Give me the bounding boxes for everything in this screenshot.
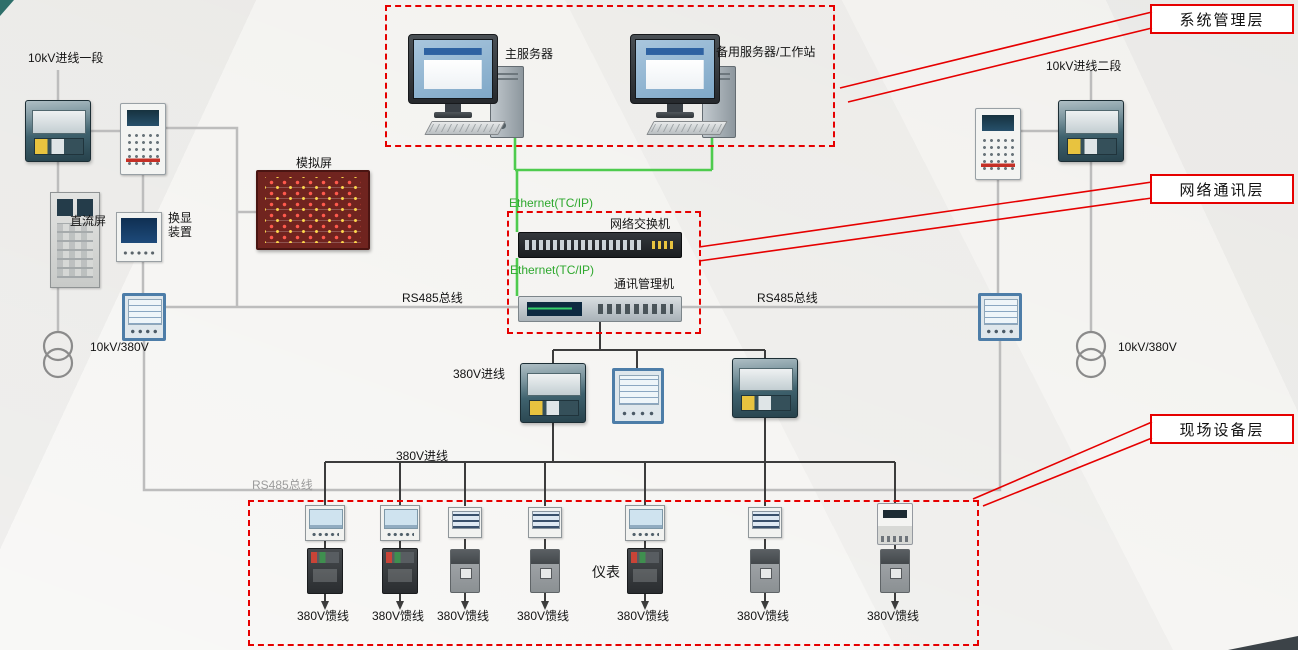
rs485-field-label: RS485总线 <box>252 478 313 492</box>
protection-relay-left <box>120 103 166 175</box>
v380-incoming-field-label: 380V进线 <box>396 449 449 463</box>
feeder-label-3: 380V馈线 <box>437 609 490 623</box>
transformer-symbol-left <box>42 330 74 379</box>
annotation-field-layer: 现场设备层 <box>1150 414 1294 444</box>
mock-panel-label: 模拟屏 <box>296 156 333 170</box>
feeder-breaker-5 <box>627 548 663 594</box>
annotation-system-layer: 系统管理层 <box>1150 4 1294 34</box>
feeder-label-6: 380V馈线 <box>737 609 790 623</box>
feeder-breaker-7 <box>880 549 910 593</box>
feeder-breaker-1 <box>307 548 343 594</box>
backup-server-monitor-base <box>656 112 694 118</box>
rs485-right-label: RS485总线 <box>757 291 818 305</box>
transformer-symbol-right <box>1075 330 1107 379</box>
display-device <box>116 212 162 262</box>
ethernet-top-label: Ethernet(TC/IP) <box>509 196 594 210</box>
main-server-keyboard <box>424 121 506 135</box>
backup-server-label: 备用服务器/工作站 <box>716 45 816 59</box>
gray-bus-lines <box>56 70 1093 492</box>
main-server-monitor-stand <box>445 104 461 113</box>
mock-panel-board <box>256 170 370 250</box>
transformer-right-label: 10kV/380V <box>1118 340 1177 354</box>
backup-server-monitor <box>630 34 720 104</box>
protection-relay-right <box>975 108 1021 180</box>
feeder-meter-2 <box>380 505 420 541</box>
main-server-label: 主服务器 <box>505 47 554 61</box>
feeder-meter-7 <box>877 503 913 545</box>
acb-breaker-380v-2 <box>732 358 798 418</box>
acb-breaker-incoming-2 <box>1058 100 1124 162</box>
feeder-meter-3 <box>448 507 482 538</box>
feeder-meter-5 <box>625 505 665 541</box>
feeder-breaker-6 <box>750 549 780 593</box>
feeder-breaker-4 <box>530 549 560 593</box>
dc-panel-label: 直流屏 <box>70 214 107 228</box>
feeder-label-7: 380V馈线 <box>867 609 920 623</box>
feeder-label-2: 380V馈线 <box>372 609 425 623</box>
feeder-label-4: 380V馈线 <box>517 609 570 623</box>
transformer-left-label: 10kV/380V <box>90 340 149 354</box>
feeder-label-1: 380V馈线 <box>297 609 350 623</box>
feeder-label-5: 380V馈线 <box>617 609 670 623</box>
comm-gateway-label: 通讯管理机 <box>614 277 675 291</box>
rs485-left-label: RS485总线 <box>402 291 463 305</box>
feeder-meter-4 <box>528 507 562 538</box>
power-meter-left <box>122 293 166 341</box>
backup-server-monitor-stand <box>667 104 683 113</box>
power-meter-right <box>978 293 1022 341</box>
acb-breaker-incoming-1 <box>25 100 91 162</box>
network-switch-device <box>518 232 682 258</box>
feeder-meter-6 <box>748 507 782 538</box>
incoming-2-label: 10kV进线二段 <box>1046 59 1122 73</box>
display-device-label: 换显装置 <box>168 211 193 239</box>
annotation-network-layer: 网络通讯层 <box>1150 174 1294 204</box>
feeder-breaker-2 <box>382 548 418 594</box>
meters-label: 仪表 <box>592 564 620 580</box>
v380-incoming-mid-label: 380V进线 <box>453 367 506 381</box>
network-switch-label: 网络交换机 <box>610 217 671 231</box>
main-server-monitor <box>408 34 498 104</box>
comm-gateway-device <box>518 296 682 322</box>
feeder-meter-1 <box>305 505 345 541</box>
feeder-breaker-3 <box>450 549 480 593</box>
main-server-monitor-base <box>434 112 472 118</box>
ethernet-mid-label: Ethernet(TC/IP) <box>510 263 595 277</box>
leader-lines-red <box>698 11 1153 507</box>
acb-breaker-380v-1 <box>520 363 586 423</box>
corner-accent-bottom-right <box>1228 636 1298 650</box>
backup-server-keyboard <box>646 121 728 135</box>
power-meter-center <box>612 368 664 424</box>
corner-accent-top-left <box>0 0 14 16</box>
dc-panel-cabinet <box>50 192 100 288</box>
incoming-1-label: 10kV进线一段 <box>28 51 104 65</box>
